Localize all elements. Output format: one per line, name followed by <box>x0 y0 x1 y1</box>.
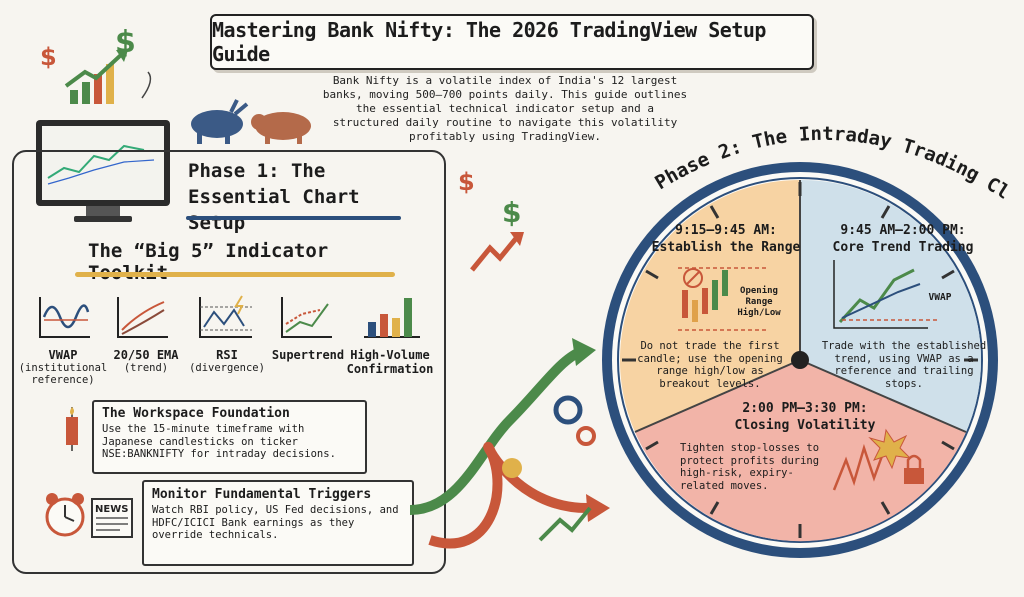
vwap-icon <box>39 297 90 338</box>
tool-supertrend: Supertrend <box>271 348 345 362</box>
trend-chart <box>833 260 938 329</box>
rsi-icon <box>199 295 252 338</box>
trend-body: Trade with the established trend, using … <box>821 340 987 390</box>
toolkit-title: The “Big 5” Indicator Toolkit <box>88 240 329 284</box>
tool-volume: High-Volume Confirmation <box>346 348 434 376</box>
phase1-panel <box>12 150 446 574</box>
range-heading: 9:15–9:45 AM: Establish the Range <box>651 223 801 255</box>
slice-range <box>619 180 800 432</box>
phase1-title: Phase 1: The Essential Chart Setup <box>188 160 360 234</box>
fundamentals-card: Monitor Fundamental Triggers Watch RBI p… <box>142 480 414 566</box>
bull-bear-icon <box>191 99 311 144</box>
slice-volatility <box>635 360 966 542</box>
ema-icon <box>117 297 168 338</box>
trading-clock <box>602 162 998 558</box>
volatility-chart <box>832 428 924 491</box>
workspace-card: The Workspace Foundation Use the 15-minu… <box>92 400 367 474</box>
title-banner: Mastering Bank Nifty: The 2026 TradingVi… <box>210 14 814 70</box>
news-label: NEWS <box>95 504 128 515</box>
workspace-title: The Workspace Foundation <box>102 406 290 421</box>
flow-arrows <box>409 338 610 549</box>
intro-text: Bank Nifty is a volatile index of India'… <box>322 74 688 143</box>
trend-annotation: VWAP <box>928 292 952 303</box>
toolkit-underline <box>75 272 395 277</box>
volume-bars-icon <box>364 298 420 338</box>
range-annotation: Opening Range High/Low <box>737 286 781 318</box>
fundamentals-body: Watch RBI policy, US Fed decisions, and … <box>152 504 399 541</box>
alarm-news-icon: NEWS <box>45 493 133 538</box>
phase1-underline <box>186 216 401 220</box>
fundamentals-title: Monitor Fundamental Triggers <box>152 487 372 502</box>
dollar-icon: $ <box>40 43 57 71</box>
growth-chart-icon: $ $ <box>40 25 152 104</box>
slice-trend <box>800 179 982 432</box>
trend-heading: 9:45 AM–2:00 PM: Core Trend Trading <box>832 223 974 255</box>
volatility-body: Tighten stop-losses to protect profits d… <box>680 442 820 492</box>
monitor-chart-icon <box>36 120 170 222</box>
workspace-body: Use the 15-minute timeframe with Japanes… <box>102 423 336 460</box>
candle-icon <box>66 407 78 451</box>
tool-rsi: RSI (divergence) <box>189 348 265 374</box>
volatility-heading: 2:00 PM–3:30 PM: Closing Volatility <box>734 401 876 433</box>
page-title: Mastering Bank Nifty: The 2026 TradingVi… <box>212 18 766 66</box>
dollar-arrow-icon: $ $ <box>458 168 524 272</box>
dollar-icon: $ <box>458 168 475 196</box>
dollar-icon: $ <box>502 196 521 229</box>
range-body: Do not trade the first candle; use the o… <box>637 340 783 390</box>
supertrend-icon <box>281 297 332 338</box>
indicator-icons <box>39 295 420 338</box>
tool-ema: 20/50 EMA (trend) <box>113 348 179 374</box>
tool-vwap: VWAP (institutional reference) <box>18 348 108 386</box>
opening-range-chart <box>678 267 768 331</box>
